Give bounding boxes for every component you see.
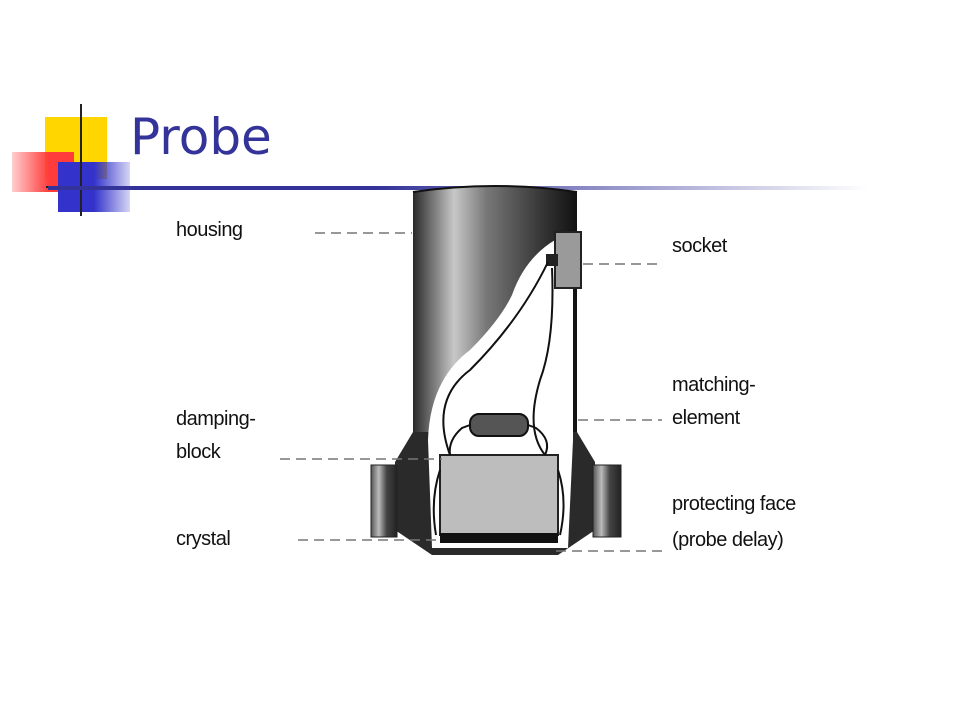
label-protecting-face-line2: (probe delay) bbox=[672, 529, 784, 551]
matching-element-shape bbox=[469, 413, 529, 437]
wires bbox=[432, 261, 565, 536]
label-socket: socket bbox=[672, 235, 727, 257]
label-matching-element-line2: element bbox=[672, 407, 740, 429]
deco-vertical-line bbox=[80, 104, 82, 216]
label-matching-element-line1: matching- bbox=[672, 374, 756, 396]
leader-lines bbox=[280, 232, 662, 552]
label-crystal: crystal bbox=[176, 528, 231, 550]
socket-shape bbox=[554, 231, 582, 289]
crystal-shape bbox=[440, 533, 558, 543]
label-damping-block-line1: damping- bbox=[176, 408, 256, 430]
page-title: Probe bbox=[130, 108, 272, 166]
label-protecting-face-line1: protecting face bbox=[672, 493, 796, 515]
label-housing: housing bbox=[176, 219, 243, 241]
damping-block-shape bbox=[439, 454, 559, 536]
label-damping-block-line2: block bbox=[176, 441, 221, 463]
